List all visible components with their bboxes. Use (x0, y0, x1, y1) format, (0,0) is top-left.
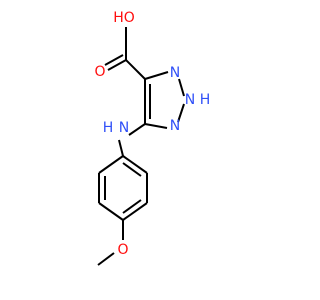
atom-label-triazole-n2: N (185, 92, 195, 108)
bond-o-ch3 (97, 252, 115, 266)
atom-label-amine-nitrogen: N (119, 120, 129, 136)
atom-label-triazole-n3: N (170, 65, 180, 81)
bond-carboxyl-ring (125, 59, 146, 80)
bond-n2-n1 (177, 103, 185, 123)
atom-label-methoxy-oxygen: O (117, 242, 128, 258)
bond-ar6-ar1 (98, 155, 124, 174)
bond-n3-n2 (178, 78, 185, 97)
bond-c4-n3 (144, 71, 169, 80)
bond-c-o-double-b (104, 54, 124, 66)
bond-layer (97, 27, 185, 266)
atom-label-carboxyl-hydroxyl: HO (113, 10, 135, 26)
bond-c-o-double-a (107, 59, 127, 71)
bond-ar3-ar4 (122, 202, 148, 221)
bond-aromatic-inner-1 (122, 162, 142, 177)
bond-n1-c5 (144, 123, 168, 129)
molecule-canvas: HO O N N H N N H O (94, 10, 211, 266)
atom-label-carbonyl-oxygen: O (94, 64, 105, 80)
structure-drawing: HO O N N H N N H O (94, 10, 210, 266)
atom-label-triazole-n1: N (170, 118, 180, 134)
bond-c5-nh (128, 123, 146, 136)
atom-label-amine-hydrogen: H (103, 120, 114, 136)
atom-label-triazole-n2-hydrogen: H (200, 92, 211, 108)
bond-nh-aryl (118, 139, 124, 157)
bond-ar4-ar5 (98, 202, 124, 221)
bond-ar1-ar2 (122, 155, 148, 174)
bond-aromatic-inner-2 (122, 199, 142, 214)
atom-label-layer: HO O N N H N N H O (94, 10, 210, 258)
